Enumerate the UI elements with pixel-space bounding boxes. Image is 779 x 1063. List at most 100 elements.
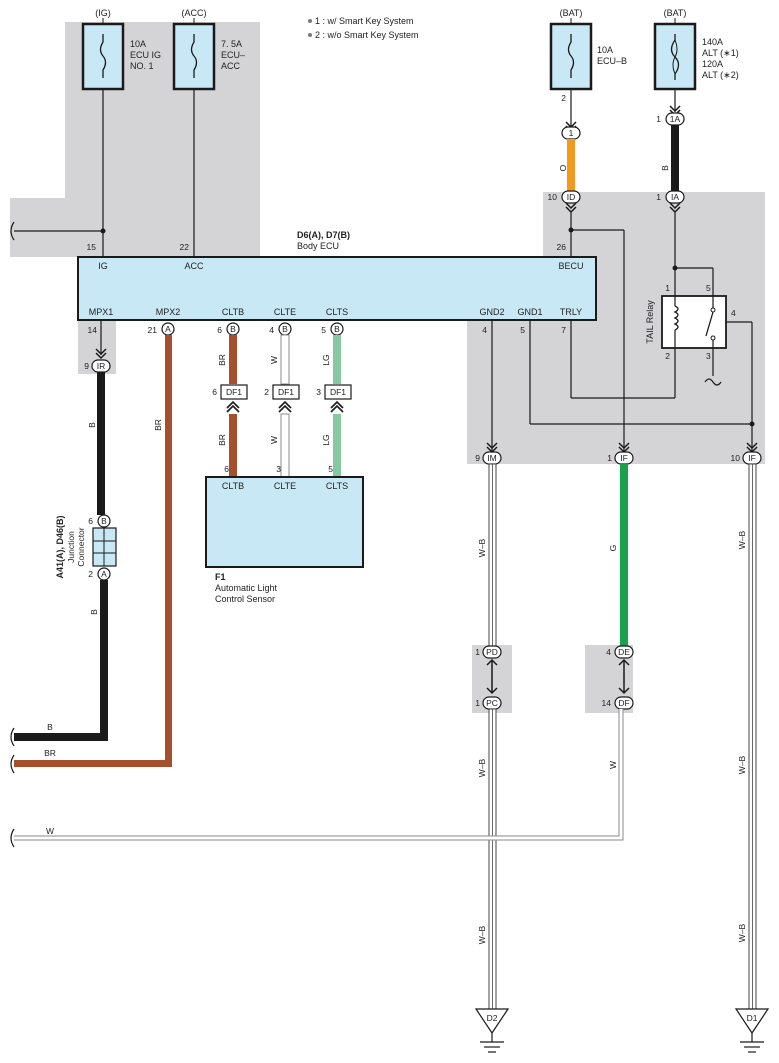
svg-text:B: B — [230, 324, 236, 334]
wire-white-clte — [280, 334, 290, 385]
connector-df1-a — [220, 384, 248, 400]
connector-1a-pin: 1 — [656, 114, 661, 124]
wb-wire-left: W–B PD 1 PC 1 W–B W–B D2 — [474, 463, 510, 1053]
svg-text:B: B — [101, 516, 107, 526]
mpx2-circuit: BR BR — [10, 335, 172, 774]
wire-label-b-left: B — [47, 722, 53, 732]
relay-name: TAIL Relay — [645, 300, 655, 344]
ecu-title: D6(A), D7(B) — [297, 230, 350, 240]
legend-note-1: 1 : w/ Smart Key System — [315, 16, 414, 26]
sensor-wires: BR W LG DF1 6 DF1 2 DF1 3 BR W LG — [212, 334, 352, 478]
relay-pin-4: 4 — [731, 308, 736, 318]
svg-text:10: 10 — [731, 453, 741, 463]
svg-text:4: 4 — [606, 647, 611, 657]
connector-df — [614, 696, 634, 710]
ecu-pin-num-becu: 26 — [557, 242, 567, 252]
fuse-icon — [567, 34, 575, 78]
ecu-pin-cltb: CLTB — [222, 307, 244, 317]
wire-label-w-2: W — [269, 436, 279, 444]
svg-text:3: 3 — [316, 387, 321, 397]
connector-id-pin: 10 — [548, 192, 558, 202]
wire-label-br-1: BR — [217, 354, 227, 366]
connector-ir-pin: 9 — [84, 361, 89, 371]
wire-brown-cltb-lower — [229, 414, 237, 477]
ecu-pin-num-acc: 22 — [180, 242, 190, 252]
ground-d1-icon — [734, 1008, 770, 1035]
wire-black-left — [14, 733, 108, 741]
svg-text:14: 14 — [602, 698, 612, 708]
connector-df1-c — [324, 384, 352, 400]
fuse-ecub-pin: 2 — [561, 93, 566, 103]
wire-green — [620, 464, 628, 646]
svg-text:1A: 1A — [670, 114, 681, 124]
svg-text:4: 4 — [269, 325, 274, 335]
ecu-pin-becu: BECU — [558, 261, 583, 271]
connector-ia — [665, 190, 685, 204]
relay-switch-icon — [705, 311, 714, 337]
svg-text:6: 6 — [212, 387, 217, 397]
light-control-sensor: 6 3 5 CLTB CLTE CLTS F1 Automatic Light … — [205, 464, 364, 604]
svg-text:A: A — [101, 569, 107, 579]
wb-wire-right: W–B W–B W–B D1 — [734, 463, 770, 1053]
ground-connectors: IM 9 IF 1 IF 10 — [475, 442, 762, 465]
connector-de — [614, 645, 634, 659]
junction-pin-b: 6 — [88, 516, 93, 526]
sensor-code: F1 — [215, 572, 226, 582]
wire-brown-cltb — [229, 335, 237, 384]
acc-source-label: (ACC) — [182, 8, 207, 18]
fuse-acc-name: ECU– — [221, 50, 245, 60]
svg-text:DF1: DF1 — [330, 387, 346, 397]
svg-text:6: 6 — [217, 325, 222, 335]
svg-text:1: 1 — [475, 647, 480, 657]
ecu-pin-mpx2: MPX2 — [156, 307, 181, 317]
fuse-icon — [99, 34, 107, 78]
wire-label-w-left: W — [46, 826, 54, 836]
junction-label1: Junction — [66, 531, 76, 563]
wire-label-wb-3: W–B — [477, 925, 487, 944]
svg-text:PD: PD — [486, 647, 498, 657]
ig-source-label: (IG) — [95, 8, 111, 18]
connector-id — [561, 190, 581, 204]
wire-brown-left — [14, 760, 172, 767]
svg-text:5: 5 — [520, 325, 525, 335]
connector-pd — [482, 645, 502, 659]
alt-circuit: 1A 1 B IA 1 — [656, 89, 714, 300]
junction-label2: Connector — [76, 527, 86, 566]
sensor-pin-clte: CLTE — [274, 481, 296, 491]
wire-label-g: G — [608, 545, 618, 552]
wire-label-lg-2: LG — [321, 434, 331, 445]
sensor-pin-clts: CLTS — [326, 481, 348, 491]
connector-df1-b — [272, 384, 300, 400]
svg-text:2: 2 — [264, 387, 269, 397]
fuse-acc-rating: 7. 5A — [221, 39, 242, 49]
ecu-subtitle: Body ECU — [297, 241, 339, 251]
svg-text:6: 6 — [224, 464, 229, 474]
svg-text:ID: ID — [567, 192, 576, 202]
fuse-ecub-rating: 10A — [597, 45, 613, 55]
sensor-name2: Control Sensor — [215, 594, 275, 604]
sensor-pin-cltb: CLTB — [222, 481, 244, 491]
svg-text:9: 9 — [475, 453, 480, 463]
wire-black-alt — [671, 125, 679, 191]
wire-black-mpx1 — [97, 372, 105, 515]
svg-text:4: 4 — [482, 325, 487, 335]
wire-label-wb-6: W–B — [737, 923, 747, 942]
legend-note-2: 2 : w/o Smart Key System — [315, 30, 419, 40]
fuse-ig-name: ECU IG — [130, 50, 161, 60]
wire-label-wb-4: W–B — [737, 530, 747, 549]
wire-label-o: O — [558, 164, 568, 171]
ecu-pin-clts: CLTS — [326, 307, 348, 317]
ground-d2-label: D2 — [487, 1013, 498, 1023]
svg-text:21: 21 — [148, 325, 158, 335]
wire-label-wb-5: W–B — [737, 755, 747, 774]
svg-text:IF: IF — [748, 453, 756, 463]
relay-pin-5: 5 — [706, 283, 711, 293]
svg-text:14: 14 — [88, 325, 98, 335]
fuse-alt-rating1: 140A — [702, 37, 723, 47]
wire-black-down — [100, 580, 108, 741]
wire-label-lg-1: LG — [321, 354, 331, 365]
relay-pin-2: 2 — [665, 351, 670, 361]
fuse-alt-name2: ALT (∗2) — [702, 70, 739, 80]
fuse-ig-rating: 10A — [130, 39, 146, 49]
